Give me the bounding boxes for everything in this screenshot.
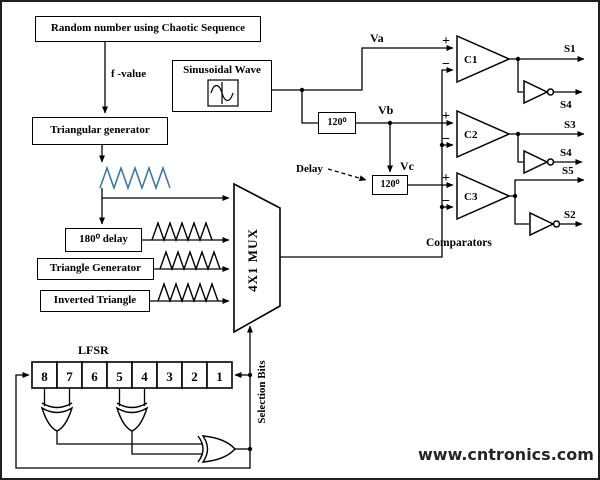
inverter-1-bubble — [546, 88, 555, 96]
lfsr-cell-5-box — [106, 361, 133, 389]
c2-plus-sign: + — [442, 109, 450, 124]
junction-dot — [439, 142, 445, 148]
xor1-body — [40, 406, 74, 432]
lfsr-cell-6: 6 — [91, 369, 98, 384]
output-s4a-label: S4 — [560, 99, 572, 111]
lfsr-cell-5: 5 — [116, 369, 123, 384]
selection-bits-label: Selection Bits — [256, 360, 268, 424]
wire-xor2-out — [131, 431, 203, 455]
comparator-c3-label: C3 — [464, 191, 478, 203]
watermark-text: www.cntronics.com — [418, 445, 594, 464]
output-s5-label: S5 — [562, 165, 574, 177]
delay-180-block: 180⁰ delay — [65, 228, 142, 252]
lfsr-cell-8: 8 — [41, 369, 48, 384]
inverter-1 — [523, 79, 549, 105]
mux-label: 4X1 MUX — [245, 228, 260, 292]
c1-minus-sign: − — [442, 57, 450, 72]
comparator-c2-label: C2 — [464, 129, 478, 141]
sine-icon-frame — [207, 79, 239, 107]
comparator-c1 — [456, 34, 511, 84]
c3-plus-sign: + — [442, 171, 450, 186]
c3-minus-sign: − — [442, 194, 450, 209]
mux-shape — [233, 182, 281, 334]
inverter-2 — [523, 149, 549, 175]
inverter-3-bubble — [552, 220, 561, 228]
c2-minus-sign: − — [442, 132, 450, 147]
comparator-c1-label: C1 — [464, 54, 477, 66]
delay-label: Delay — [296, 163, 323, 175]
junction-dot — [387, 120, 393, 126]
xor2-body — [115, 406, 149, 432]
waveform-triangle — [159, 249, 221, 272]
output-s1-label: S1 — [564, 43, 576, 55]
waveform-delayed-triangle — [151, 220, 213, 243]
lfsr-cell-2: 2 — [191, 369, 198, 384]
wire-inv1-in — [517, 59, 523, 93]
xor2-input-arc — [116, 402, 148, 409]
delay-120-first-block: 120⁰ — [318, 112, 356, 134]
xor-gates — [40, 402, 236, 463]
junction-dots — [247, 56, 521, 452]
wire-to-120a — [301, 90, 318, 124]
random-number-block: Random number using Chaotic Sequence — [35, 16, 261, 42]
comparators-group — [456, 34, 561, 237]
output-s2-label: S2 — [564, 209, 576, 221]
junction-dot — [439, 204, 445, 210]
wire-inv3-in — [514, 196, 529, 225]
lfsr-cell-6-box — [81, 361, 108, 389]
inverted-triangle-block: Inverted Triangle — [40, 290, 150, 312]
vb-label: Vb — [378, 103, 394, 117]
lfsr-cell-1-box — [206, 361, 233, 389]
lfsr-cell-8-box — [31, 361, 58, 389]
output-s4b-label: S4 — [560, 147, 572, 159]
inverter-3 — [529, 211, 555, 237]
sine-icon — [207, 79, 239, 107]
wire-xor1-out — [56, 431, 203, 445]
lfsr-label: LFSR — [78, 343, 109, 357]
va-label: Va — [370, 31, 384, 45]
lfsr-cell-numbers: 8 7 6 5 4 3 2 1 — [41, 369, 223, 384]
wire-feedback-loop — [15, 372, 251, 469]
output-s3-label: S3 — [564, 119, 576, 131]
wires-group — [15, 42, 585, 469]
junction-dot — [247, 372, 253, 378]
junction-dot — [515, 131, 521, 137]
waveform-inverted-triangle — [157, 281, 219, 304]
triangle-generator-block: Triangle Generator — [37, 258, 154, 280]
delay-120-second-block: 120⁰ — [372, 175, 408, 195]
xor1-input-arc — [41, 402, 73, 409]
lfsr-register — [31, 361, 233, 389]
wire-mux-out-bus — [280, 67, 454, 258]
wire-inv2-in — [517, 134, 523, 163]
lfsr-cell-1: 1 — [216, 369, 223, 384]
lfsr-cell-4-box — [131, 361, 158, 389]
junction-dot — [299, 87, 305, 93]
lfsr-cell-4: 4 — [141, 369, 148, 384]
wire-va — [272, 45, 454, 91]
vc-label: Vc — [400, 159, 415, 173]
c1-plus-sign: + — [442, 34, 450, 49]
comparator-c2 — [456, 109, 511, 159]
junction-dot — [512, 193, 518, 199]
lfsr-cell-7: 7 — [66, 369, 73, 384]
triangle-wave-blue — [99, 165, 171, 191]
junction-dot — [247, 446, 253, 452]
xor3-input-arc — [197, 435, 204, 463]
comparators-label: Comparators — [426, 237, 492, 249]
inverter-2-bubble — [546, 158, 555, 166]
delay-pointer-arrow — [327, 168, 367, 182]
triangular-generator-block: Triangular generator — [32, 117, 168, 145]
f-value-label: f -value — [111, 68, 146, 80]
wire-s5 — [509, 177, 585, 197]
junction-dot — [515, 56, 521, 62]
xor3-body — [201, 435, 236, 463]
lfsr-cell-2-box — [181, 361, 208, 389]
comparator-c3 — [456, 171, 511, 221]
lfsr-cell-3: 3 — [166, 369, 173, 384]
